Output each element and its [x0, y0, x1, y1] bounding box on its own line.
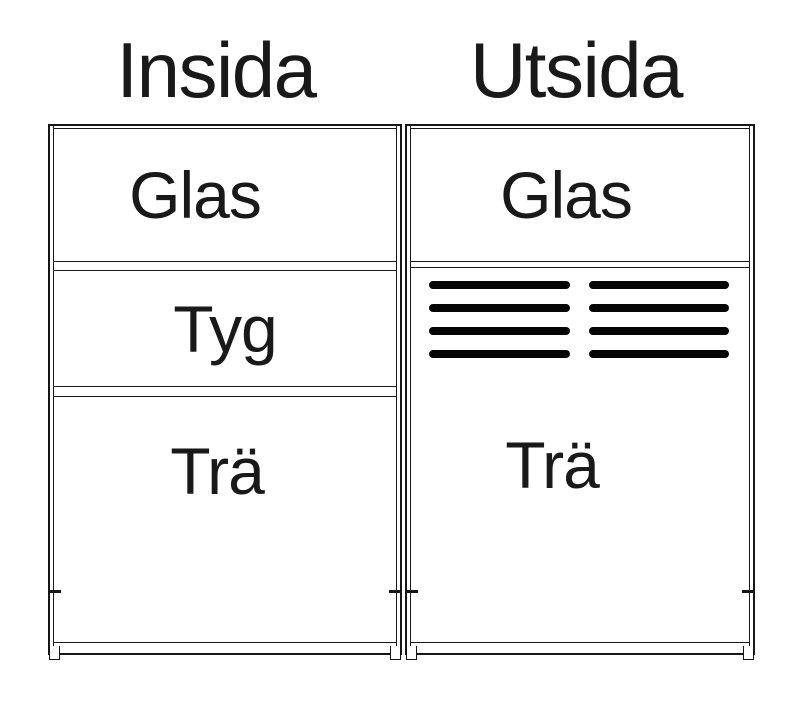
- title-insida: Insida: [116, 26, 317, 114]
- panel-foot: [406, 646, 417, 660]
- panel-utsida: Glas Trä: [405, 124, 755, 660]
- section-glas-utsida: Glas: [410, 128, 750, 262]
- frame-joint-mark: [48, 590, 61, 593]
- section-label-tra: Trä: [170, 434, 265, 508]
- frame-joint-mark: [389, 590, 402, 593]
- section-vent-tra-utsida: Trä: [410, 267, 750, 643]
- vent-slat: [588, 327, 729, 335]
- title-utsida: Utsida: [469, 26, 684, 114]
- panel-foot: [390, 646, 401, 660]
- vent-slat: [429, 304, 570, 312]
- panel-foot: [49, 646, 60, 660]
- section-label-glas: Glas: [500, 158, 633, 232]
- vent-slat: [429, 281, 570, 289]
- vent-slat: [588, 350, 729, 358]
- vent-slat: [588, 304, 729, 312]
- panel-foot: [743, 646, 754, 660]
- section-tyg-insida: Tyg: [53, 270, 397, 387]
- panel-insida: Glas Tyg Trä: [48, 124, 402, 660]
- vent-slat: [429, 350, 570, 358]
- section-glas-insida: Glas: [53, 128, 397, 262]
- section-label-tra: Trä: [505, 428, 600, 502]
- section-label-tyg: Tyg: [173, 291, 277, 366]
- frame-joint-mark: [405, 590, 418, 593]
- vent-slat: [429, 327, 570, 335]
- frame-joint-mark: [742, 590, 755, 593]
- section-label-glas: Glas: [129, 158, 262, 232]
- vent-grid: [411, 268, 749, 358]
- vent-slat: [588, 281, 729, 289]
- section-tra-insida: Trä: [53, 396, 397, 643]
